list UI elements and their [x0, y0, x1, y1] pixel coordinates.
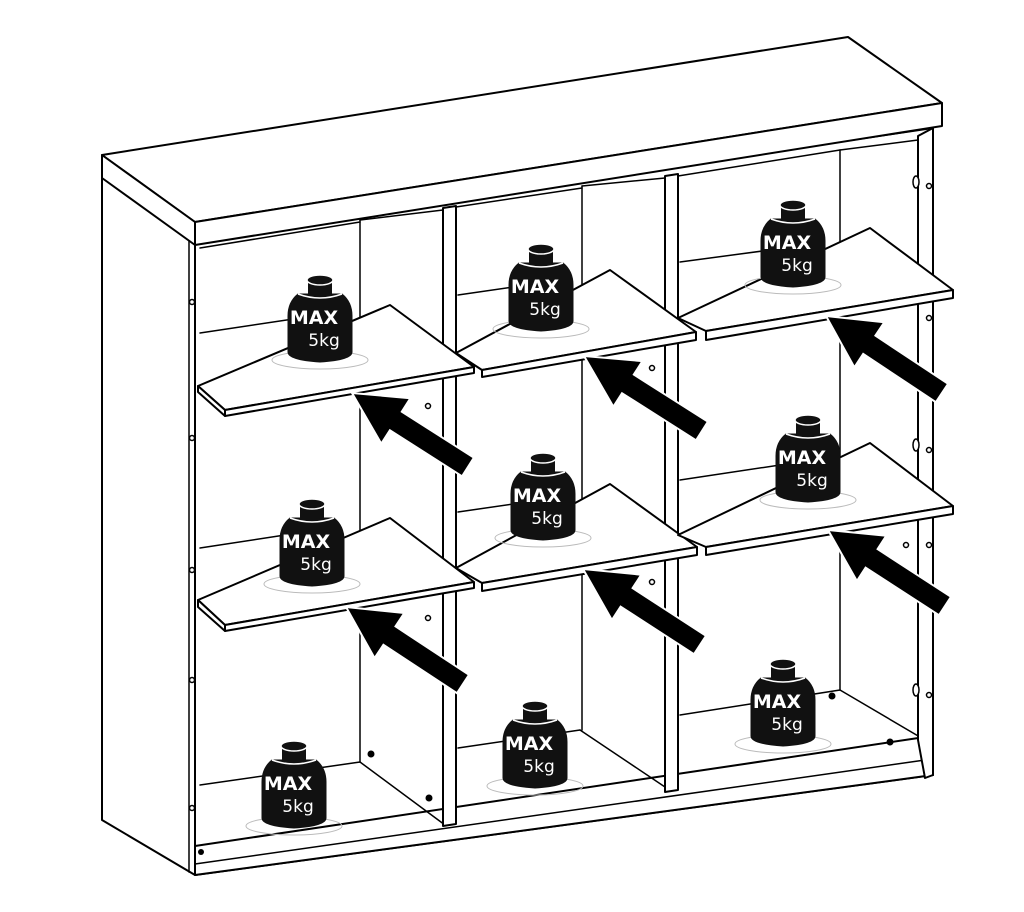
- bottom-floor-right-diag: [839, 689, 926, 741]
- weight-cap: [280, 740, 308, 752]
- bottom-floor-mid-diag: [579, 729, 666, 788]
- weights: MAX5kgMAX5kgMAX5kgMAX5kgMAX5kgMAX5kgMAX5…: [245, 199, 857, 836]
- bottom-board-front-edge: [194, 759, 926, 865]
- weight-shoulder-line: [520, 471, 566, 477]
- insert-arrow-a6: [826, 528, 953, 617]
- back-line-3: [679, 249, 771, 263]
- weight-label-max: MAX: [264, 773, 313, 795]
- shelf-top-middle-front: [481, 331, 697, 378]
- weight-label-max: MAX: [282, 531, 331, 553]
- ceiling-line-right: [677, 149, 841, 177]
- weight-neck: [529, 251, 553, 265]
- weight-label-kg: 5kg: [300, 555, 331, 575]
- insert-arrow-a2: [582, 354, 710, 442]
- weight-neck: [771, 666, 795, 680]
- insert-arrow-a4: [344, 605, 471, 695]
- weight-label-max: MAX: [778, 447, 827, 469]
- shelf-top-right-front: [705, 289, 954, 341]
- divider-right-top-diag: [581, 177, 666, 187]
- weight-shoulder-line: [770, 218, 816, 224]
- weight-shoulder-line: [518, 262, 564, 268]
- weight-cap: [306, 274, 334, 286]
- weight-neck: [523, 708, 547, 722]
- weight-cap: [794, 414, 822, 426]
- ceiling-line-mid: [455, 187, 583, 208]
- weight-shoulder-line: [289, 517, 335, 523]
- weight-body: [502, 719, 568, 789]
- weight-shoulder-line: [271, 759, 317, 765]
- arrows: [344, 314, 953, 695]
- pin-holes: [188, 175, 933, 812]
- weight-body: [508, 262, 574, 332]
- weight-label-max: MAX: [753, 691, 802, 713]
- divider-left-top-diag: [359, 209, 444, 221]
- weight-cap: [779, 199, 807, 211]
- insert-arrow-a1: [350, 391, 476, 478]
- weight-neck: [300, 506, 324, 520]
- weight-body: [510, 471, 576, 541]
- weight-label-kg: 5kg: [531, 509, 562, 529]
- weight-label-kg: 5kg: [523, 757, 554, 777]
- weight-cap: [298, 498, 326, 510]
- weight-label-max: MAX: [290, 307, 339, 329]
- insert-arrow-a3: [824, 314, 950, 404]
- ceiling-line-left: [199, 221, 361, 249]
- weight-body: [775, 433, 841, 503]
- shelf-top-left-front: [224, 366, 475, 417]
- weight-shoulder-line: [785, 433, 831, 439]
- weight-body: [279, 517, 345, 587]
- weight-shoulder-line: [297, 293, 343, 299]
- weight-neck: [796, 422, 820, 436]
- cam-holes: [198, 692, 894, 855]
- weight-body: [750, 677, 816, 747]
- weight-shoulder-line: [512, 719, 558, 725]
- back-line-1: [199, 317, 301, 334]
- weight-cap: [529, 452, 557, 464]
- weight-label-kg: 5kg: [781, 256, 812, 276]
- left-side-panel: [101, 174, 196, 876]
- weight-shoulder-line: [760, 677, 806, 683]
- back-line-4: [199, 534, 286, 549]
- weight-body: [261, 759, 327, 829]
- weight-label-kg: 5kg: [771, 715, 802, 735]
- weight-label-kg: 5kg: [282, 797, 313, 817]
- weight-label-max: MAX: [763, 232, 812, 254]
- weight-body: [287, 293, 353, 363]
- weight-cap: [527, 243, 555, 255]
- back-line-5: [457, 502, 521, 513]
- divider-left: [442, 205, 457, 827]
- weight-cap: [769, 658, 797, 670]
- weight-neck: [781, 207, 805, 221]
- weight-label-max: MAX: [513, 485, 562, 507]
- weight-label-kg: 5kg: [796, 471, 827, 491]
- weight-body: [760, 218, 826, 288]
- insert-arrow-a5: [581, 567, 708, 656]
- back-line-6: [679, 464, 781, 481]
- weight-neck: [531, 460, 555, 474]
- right-side-panel: [917, 127, 934, 779]
- divider-right: [664, 173, 679, 793]
- weight-neck: [282, 748, 306, 762]
- weight-cap: [521, 700, 549, 712]
- right-side-top-diag: [839, 139, 919, 151]
- top-board-side-edge: [101, 154, 196, 246]
- weight-label-max: MAX: [505, 733, 554, 755]
- weight-neck: [308, 282, 332, 296]
- weight-label-kg: 5kg: [308, 331, 339, 351]
- weight-label-max: MAX: [511, 276, 560, 298]
- bottom-floor-left-diag: [359, 761, 446, 826]
- weight-label-kg: 5kg: [529, 300, 560, 320]
